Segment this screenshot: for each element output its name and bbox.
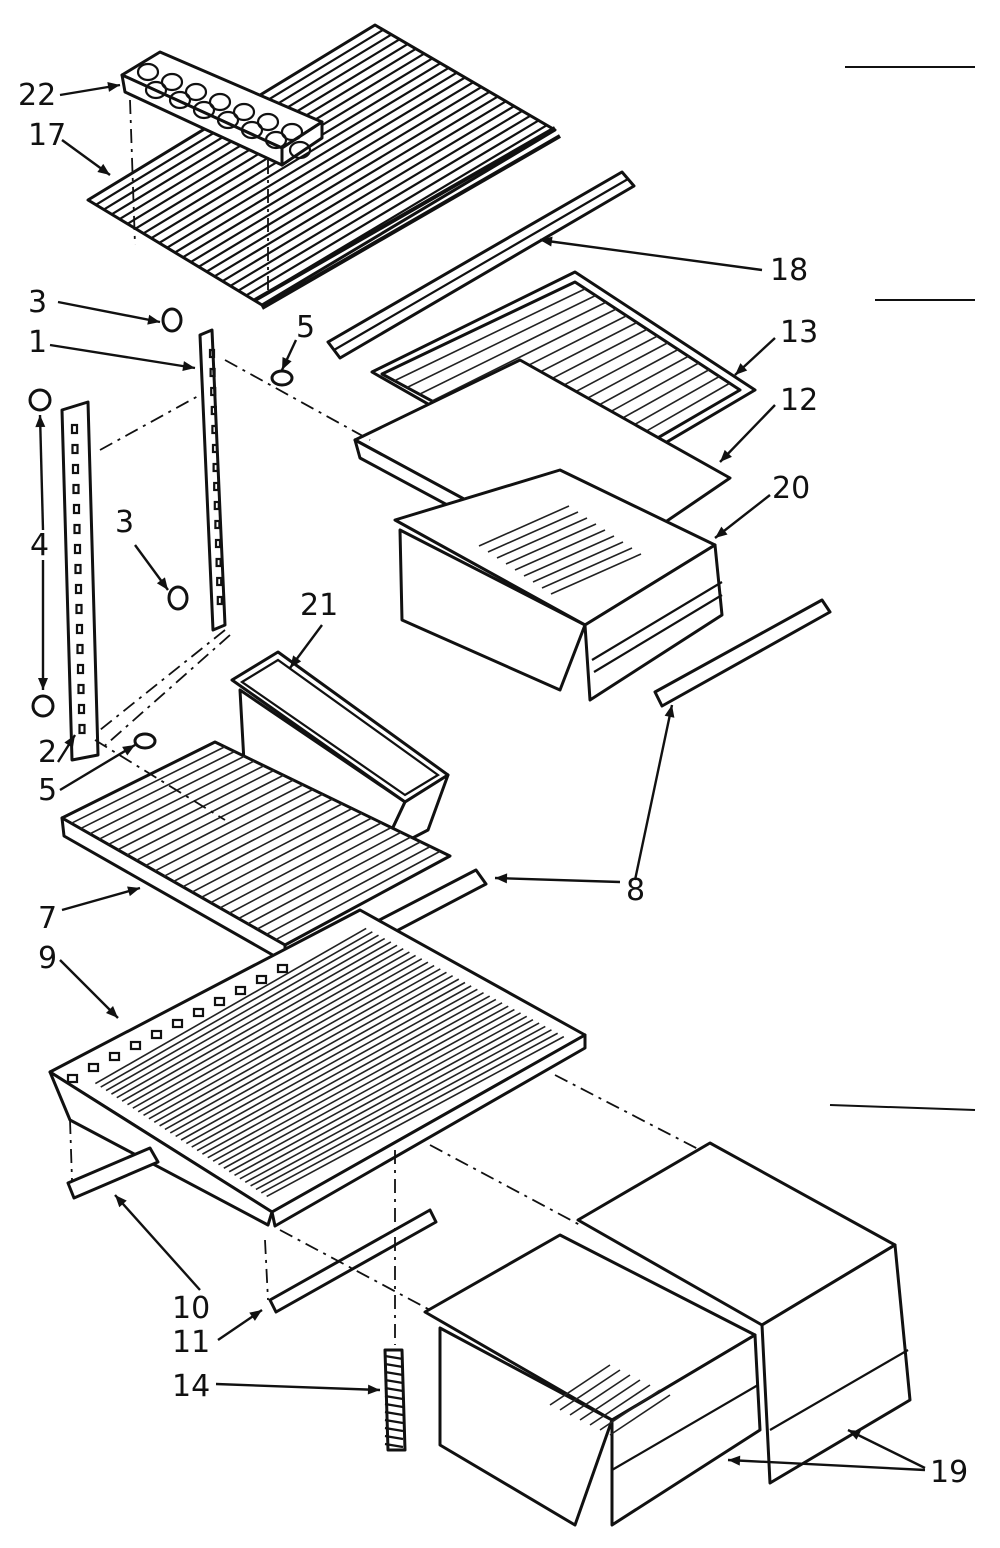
shelf-ladder-right	[198, 328, 227, 632]
assembly-lines	[69, 99, 701, 1345]
callout-19: 19	[930, 1455, 968, 1490]
callout-22: 22	[18, 78, 56, 113]
callout-12: 12	[780, 383, 818, 418]
callout-11: 11	[172, 1325, 210, 1360]
trim-bar-upper	[326, 170, 636, 360]
upper-crisper-drawer	[393, 468, 724, 702]
lower-crisper-drawers	[423, 1141, 912, 1527]
callout-5-upper: 5	[296, 310, 315, 345]
callout-8: 8	[626, 873, 645, 908]
callout-9: 9	[38, 941, 57, 976]
callout-2: 2	[38, 735, 57, 770]
callout-3-upper: 3	[28, 285, 47, 320]
callout-10: 10	[172, 1291, 210, 1326]
callout-labels: 22 17 18 3 5 1 13 12 20 4 3 21 2 5 8 7 9…	[18, 78, 968, 1490]
shelf-ladder-left	[60, 400, 100, 762]
callout-21: 21	[300, 588, 338, 623]
callout-14: 14	[172, 1369, 210, 1404]
callout-17: 17	[28, 118, 66, 153]
callout-5-lower: 5	[38, 773, 57, 808]
egg-tray	[120, 50, 324, 167]
callout-13: 13	[780, 315, 818, 350]
adjustment-screw	[383, 1348, 407, 1452]
callout-4: 4	[30, 528, 49, 563]
wire-shelf	[86, 23, 561, 310]
callout-18: 18	[770, 253, 808, 288]
callout-1: 1	[28, 325, 47, 360]
lower-shelf	[48, 908, 587, 1228]
ladder-clips	[28, 307, 294, 750]
middle-shelf	[60, 740, 452, 964]
leader-lines	[35, 82, 926, 1472]
callout-3-lower: 3	[115, 505, 134, 540]
callout-20: 20	[772, 471, 810, 506]
callout-7: 7	[38, 901, 57, 936]
corner-rules	[829, 66, 976, 1111]
support-rails	[66, 1146, 438, 1314]
